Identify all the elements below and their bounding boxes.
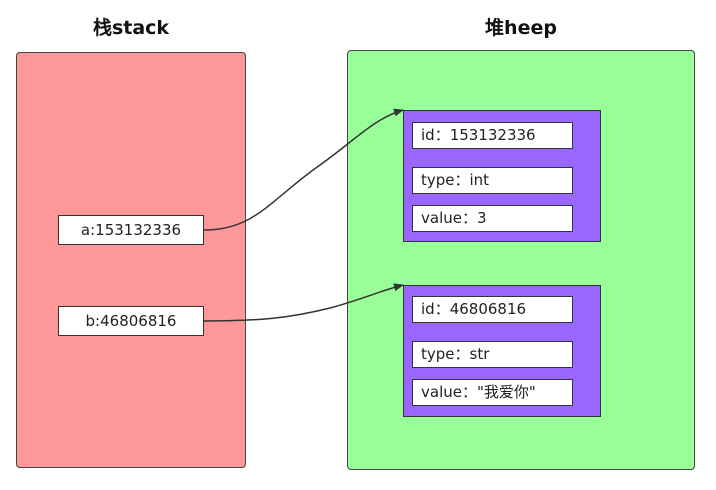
heap-object-2-id-field: id：46806816: [412, 296, 573, 323]
heap-object-1-type-field: type：int: [412, 167, 573, 194]
stack-title: 栈stack: [92, 17, 170, 39]
stack-ref-b: b:46806816: [58, 306, 204, 336]
heap-object-2-value-field: value："我爱你": [412, 379, 573, 406]
stack-region: [16, 52, 246, 468]
heap-object-2-type-field: type：str: [412, 341, 573, 368]
heap-object-1-value-field: value：3: [412, 205, 573, 232]
stack-ref-a: a:153132336: [58, 215, 204, 245]
heap-title: 堆heep: [485, 17, 557, 39]
heap-object-1-id-field: id：153132336: [412, 122, 573, 149]
